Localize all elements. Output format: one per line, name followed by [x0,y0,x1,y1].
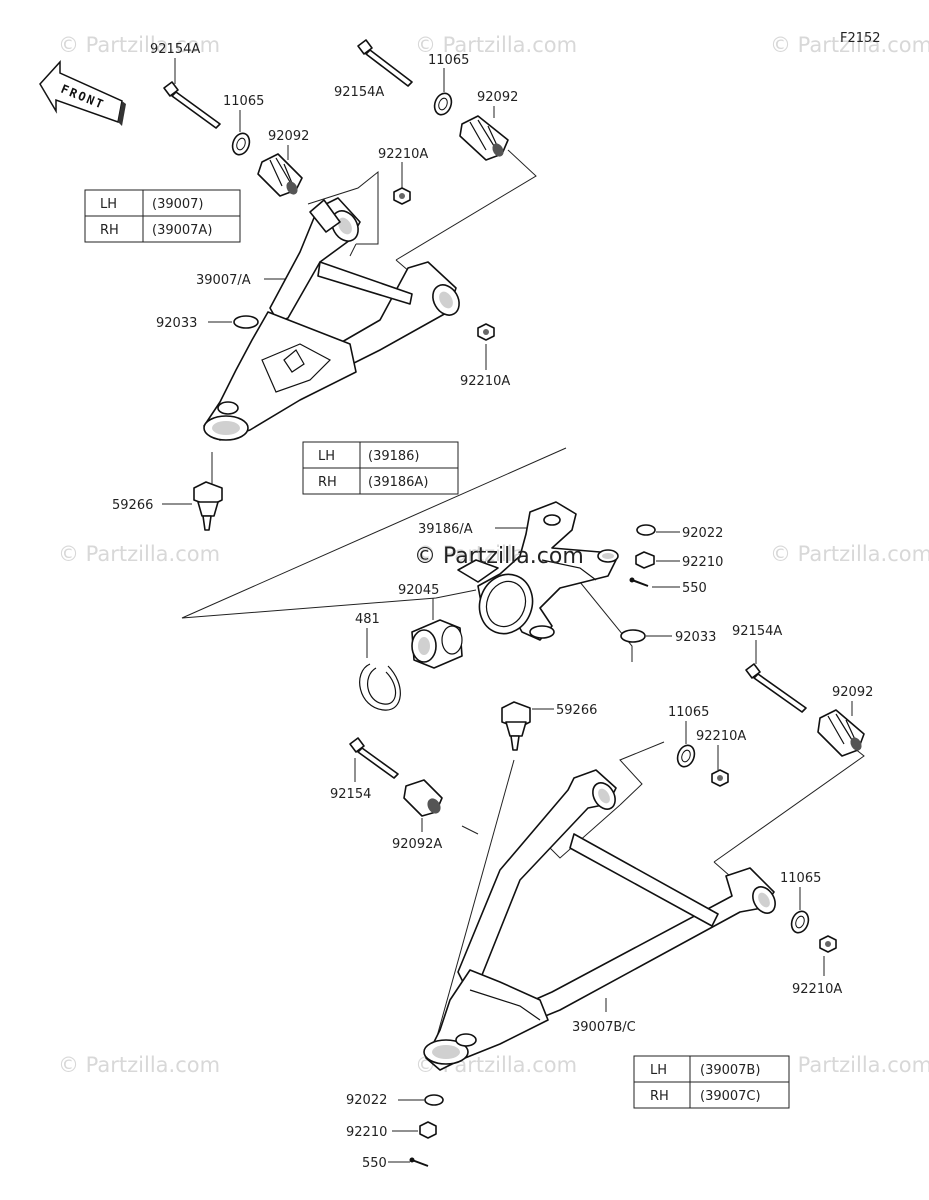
table-side: RH [100,223,119,238]
watermark: © Partzilla.com [58,33,220,57]
table-side: RH [318,475,337,490]
wheel-bearing [411,619,463,669]
part-label: 550 [362,1156,387,1171]
watermark: © Partzilla.com [415,33,577,57]
part-label: 11065 [428,53,469,68]
part-label: 481 [355,612,380,627]
part-label: 92092A [392,837,442,852]
lower-arm-table: LH (39007B) RH (39007C) [633,1055,790,1109]
part-label: 92210 [346,1125,387,1140]
part-label: 92210 [682,555,723,570]
part-label: 92092 [477,90,518,105]
lower-bolt-left [349,737,399,779]
part-label: 92092 [268,129,309,144]
part-label: 11065 [780,871,821,886]
lower-bolt-right [745,663,807,713]
table-part: (39186A) [368,475,428,490]
table-part: (39007A) [152,223,212,238]
upper-bolt-right [357,39,413,87]
front-arrow-icon: FRONT [39,60,126,126]
circlip [359,663,401,711]
upper-snap-ring [233,315,259,329]
table-side: LH [100,197,117,212]
lower-bushing-left [403,779,443,817]
watermark: © Partzilla.com [770,542,929,566]
upper-washer-left [231,132,251,156]
part-label: 92154A [732,624,782,639]
part-label: 92033 [675,630,716,645]
part-label: 92210A [460,374,510,389]
steering-knuckle [457,501,619,641]
part-label: 59266 [556,703,597,718]
part-label: 92092 [832,685,873,700]
part-label: 92154 [330,787,371,802]
bottom-washer [424,1094,444,1106]
part-label: 59266 [112,498,153,513]
upper-ball-joint [193,481,223,531]
part-label: 92022 [682,526,723,541]
part-label: 92210A [792,982,842,997]
upper-bolt-left [163,81,221,129]
knuckle-table: LH (39186) RH (39186A) [302,441,459,495]
watermark-layer: © Partzilla.com © Partzilla.com © Partzi… [58,33,929,1077]
lower-nut-mid [711,769,729,787]
watermark: © Partzilla.com [58,1053,220,1077]
part-label: 92154A [334,85,384,100]
knuckle-washer [636,524,656,536]
lower-washer-right [790,910,810,934]
watermark: © Partzilla.com [770,1053,929,1077]
knuckle-reference-lines [181,447,633,662]
knuckle-snap-ring [620,629,646,643]
part-label: 11065 [223,94,264,109]
upper-bushing-left [257,153,303,197]
table-side: LH [318,449,335,464]
table-part: (39007C) [700,1089,761,1104]
table-part: (39007B) [700,1063,760,1078]
upper-a-arm [203,197,460,441]
knuckle-pin [629,577,649,587]
bottom-nut [419,1121,437,1139]
watermark: © Partzilla.com [770,33,929,57]
figure-id: F2152 [840,31,881,46]
part-label: 92210A [696,729,746,744]
lower-a-arm [423,769,776,1071]
table-side: RH [650,1089,669,1104]
part-label: 39186/A [418,522,473,537]
upper-nut-top [393,187,411,205]
watermark: © Partzilla.com [58,542,220,566]
part-label: 92022 [346,1093,387,1108]
upper-washer-right [433,92,453,116]
part-label: 11065 [668,705,709,720]
part-label: 92033 [156,316,197,331]
lower-nut-right [819,935,837,953]
upper-nut-bottom [477,323,495,341]
part-label: 39007/A [196,273,251,288]
bottom-pin [409,1157,429,1167]
part-label: 92210A [378,147,428,162]
part-label: 92045 [398,583,439,598]
upper-bushing-right [459,115,509,161]
knuckle-nut [635,551,655,569]
part-label: 550 [682,581,707,596]
center-watermark: © Partzilla.com [414,544,584,569]
table-part: (39007) [152,197,204,212]
part-label: 39007B/C [572,1020,636,1035]
part-label: 92154A [150,42,200,57]
lower-ball-joint [501,701,531,751]
upper-arm-table: LH (39007) RH (39007A) [84,189,241,243]
lower-bushing-right [817,709,865,757]
table-part: (39186) [368,449,420,464]
lower-washer-mid [676,744,696,768]
table-side: LH [650,1063,667,1078]
